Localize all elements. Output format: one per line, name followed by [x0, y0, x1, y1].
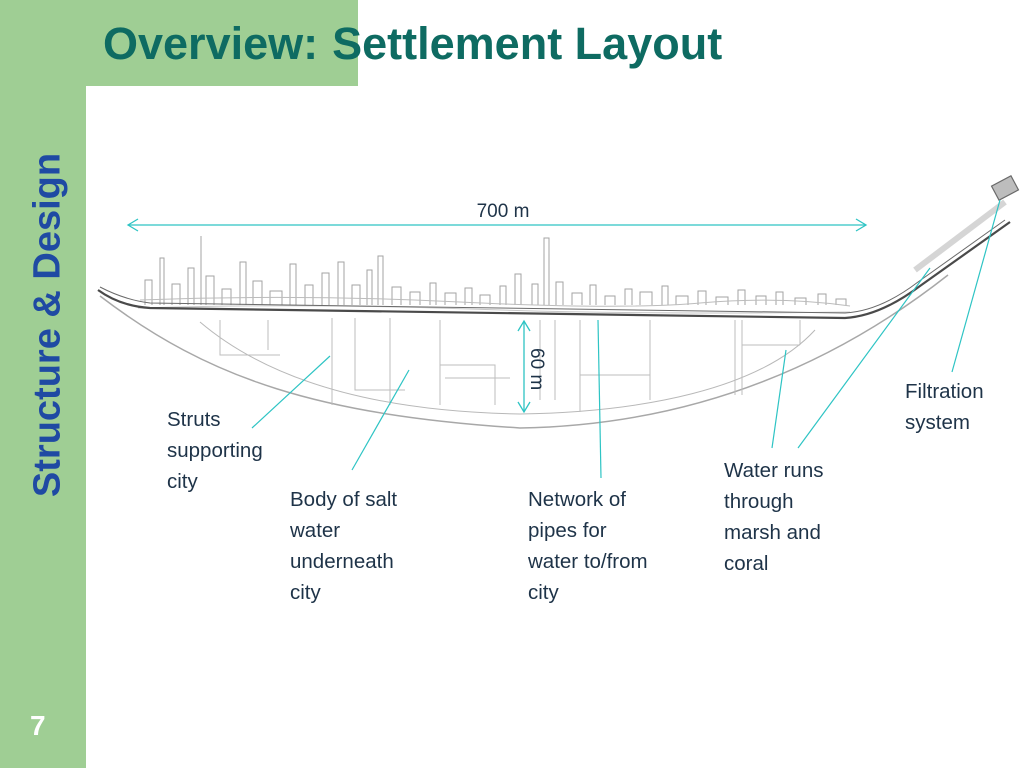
support-struts: [219, 318, 801, 412]
width-arrowhead-left: [126, 218, 139, 232]
title-rest: Settlement Layout: [332, 18, 723, 69]
width-arrowhead-right: [855, 218, 868, 232]
depth-arrowhead-top: [517, 319, 531, 332]
pipes-callout-line: [597, 319, 602, 479]
depth-arrowhead-bottom: [517, 401, 531, 414]
slide-title: Overview: Settlement Layout: [103, 14, 722, 74]
pipes-label: Network of pipes for water to/from city: [528, 488, 648, 604]
filtration-label: Filtration system: [905, 380, 984, 434]
filtration-unit: [913, 174, 1020, 273]
title-band: [0, 0, 358, 86]
dimension-arrows: [126, 218, 868, 414]
salt-water-callout-line: [351, 369, 410, 471]
upper-pipe-line: [99, 219, 1006, 314]
sidebar: [0, 0, 86, 768]
struts-label: Struts supporting city: [167, 408, 263, 493]
marsh-label: Water runs through marsh and coral: [724, 459, 824, 575]
surface-pipe-line: [97, 221, 1011, 320]
filtration-callout-line: [951, 199, 1001, 373]
outer-bowl-curve: [99, 274, 949, 429]
page-number: 7: [30, 710, 46, 741]
marsh-callout-line-2: [797, 267, 931, 449]
title-prefix: Overview:: [103, 18, 319, 69]
inner-bowl-curve: [199, 321, 816, 415]
city-skyline-sketch: [137, 236, 851, 314]
width-dimension-label: 700 m: [477, 201, 530, 222]
marsh-callout-line-1: [771, 349, 787, 449]
callout-lines: [251, 199, 1001, 479]
salt-water-label: Body of salt water underneath city: [290, 488, 398, 604]
depth-dimension-label: 60 m: [526, 348, 547, 390]
struts-callout-line: [251, 355, 331, 429]
